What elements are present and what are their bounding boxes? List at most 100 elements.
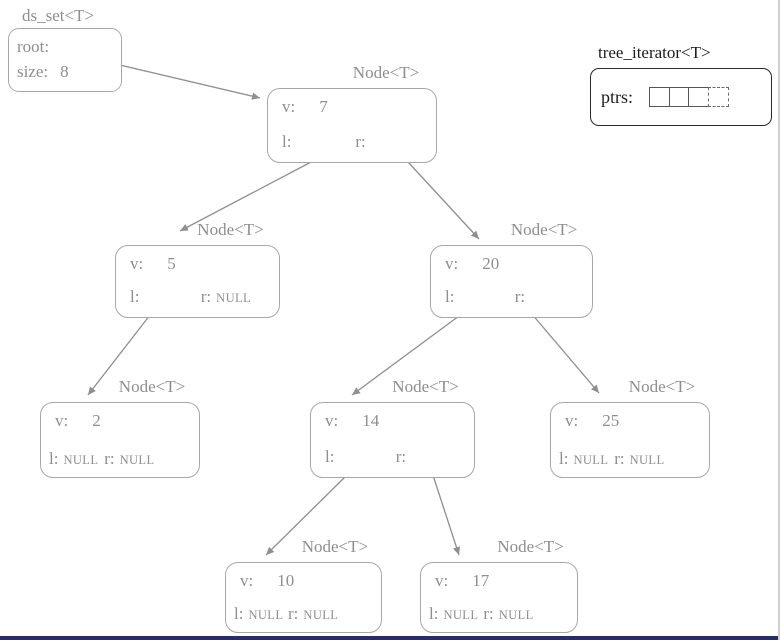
r-label: r: [200, 287, 212, 306]
l-label: l: [130, 287, 140, 306]
r-label: r: [288, 604, 299, 623]
left-pointer-slot: l: [325, 447, 339, 467]
r-pointer-value: NULL [498, 608, 534, 622]
left-pointer-slot: l: [445, 287, 459, 307]
value-slot: v: 20 [445, 254, 499, 274]
root-label: root: [17, 37, 50, 56]
l-label: l: [429, 604, 439, 623]
v-value: 5 [167, 254, 176, 273]
value-slot: v: 7 [282, 97, 328, 117]
node-box: v: 2 l: NULL r: NULL [40, 402, 200, 478]
right-pointer-slot: r: NULL [288, 604, 338, 624]
window-bottom-edge [0, 636, 778, 640]
left-pointer-slot: l: NULL [49, 449, 98, 469]
node-box: v: 5 l: r:NULL [115, 245, 280, 318]
ptrs-array [649, 87, 730, 107]
l-label: l: [445, 287, 455, 306]
v-label: v: [55, 411, 69, 430]
l-label: l: [559, 449, 569, 468]
node-type-label: Node<T> [352, 63, 420, 82]
size-value: 8 [60, 62, 69, 81]
node-box: v: 10 l: NULL r: NULL [225, 562, 382, 633]
v-label: v: [240, 571, 254, 590]
size-field: size: 8 [17, 59, 121, 84]
root-field: root: [17, 34, 121, 59]
node-type-label: Node<T> [628, 377, 696, 396]
tree-iterator-struct: tree_iterator<T> ptrs: [590, 42, 772, 126]
ptr-cell [649, 87, 671, 107]
size-label: size: [17, 62, 49, 81]
node-type-label: Node<T> [118, 377, 186, 396]
tree-node-14: Node<T> v: 14 l: r: [310, 376, 475, 478]
node-type-label: Node<T> [510, 220, 578, 239]
left-pointer-slot: l: [282, 132, 296, 152]
left-pointer-slot: l: NULL [234, 604, 283, 624]
l-pointer-value: NULL [63, 453, 99, 467]
node-type-label: Node<T> [497, 537, 564, 556]
r-label: r: [355, 132, 366, 151]
value-slot: v: 14 [325, 411, 379, 431]
r-pointer-value: NULL [119, 453, 155, 467]
right-pointer-slot: r: [396, 447, 411, 467]
r-label: r: [104, 449, 115, 468]
right-pointer-slot: r:NULL [201, 287, 251, 307]
v-label: v: [130, 254, 144, 273]
node-type-label: Node<T> [197, 220, 264, 239]
r-label: r: [614, 449, 625, 468]
tree-node-2: Node<T> v: 2 l: NULL r: NULL [40, 376, 200, 478]
r-pointer-value: NULL [629, 453, 665, 467]
node-box: v: 20 l: r: [430, 245, 593, 318]
v-value: 2 [92, 411, 101, 430]
left-pointer-slot: l: [130, 287, 144, 307]
v-label: v: [282, 97, 296, 116]
value-slot: v: 2 [55, 411, 101, 431]
node-box: v: 25 l:NULL r: NULL [550, 402, 710, 478]
v-value: 14 [362, 411, 380, 430]
r-pointer-value: NULL [303, 608, 339, 622]
node-type-label: Node<T> [392, 377, 459, 396]
r-label: r: [395, 447, 407, 466]
l-label: l: [282, 132, 292, 151]
v-value: 10 [277, 571, 295, 590]
tree-node-17: Node<T> v: 17 l: NULL r: NULL [420, 536, 578, 633]
v-value: 25 [602, 411, 620, 430]
v-value: 7 [319, 97, 328, 116]
l-label: l: [325, 447, 335, 466]
v-label: v: [435, 571, 449, 590]
v-label: v: [325, 411, 339, 430]
node-type-label: Node<T> [301, 537, 369, 556]
left-pointer-slot: l:NULL [559, 449, 608, 469]
ptrs-label: ptrs: [601, 86, 634, 107]
node-box: v: 7 l: r: [267, 88, 437, 163]
v-label: v: [565, 411, 579, 430]
r-label: r: [514, 287, 526, 306]
v-label: v: [445, 254, 459, 273]
ds-set-title: ds_set<T> [22, 6, 95, 25]
ptr-cell [688, 87, 710, 107]
right-pointer-slot: r: NULL [614, 449, 664, 469]
tree-node-25: Node<T> v: 25 l:NULL r: NULL [550, 376, 710, 478]
l-label: l: [49, 449, 59, 468]
tree-node-20: Node<T> v: 20 l: r: [430, 219, 593, 318]
tree-node-5: Node<T> v: 5 l: r:NULL [115, 219, 280, 318]
l-label: l: [234, 604, 244, 623]
right-pointer-slot: r: [355, 132, 370, 152]
ds-set-box: root: size: 8 [8, 28, 122, 92]
l-pointer-value: NULL [248, 608, 284, 622]
ptr-cell [668, 87, 690, 107]
tree-node-7: Node<T> v: 7 l: r: [267, 62, 437, 163]
left-pointer-slot: l: NULL [429, 604, 478, 624]
value-slot: v: 17 [435, 571, 489, 591]
r-label: r: [483, 604, 494, 623]
l-pointer-value: NULL [443, 608, 479, 622]
tree-iterator-box: ptrs: [590, 68, 772, 126]
value-slot: v: 10 [240, 571, 294, 591]
tree-node-10: Node<T> v: 10 l: NULL r: NULL [225, 536, 382, 633]
right-pointer-slot: r: [515, 287, 530, 307]
ds-set-struct: ds_set<T> root: size: 8 [8, 5, 122, 92]
right-pointer-slot: r: NULL [483, 604, 533, 624]
v-value: 20 [482, 254, 500, 273]
v-value: 17 [472, 571, 490, 590]
ptr-cell-dashed [708, 87, 730, 107]
